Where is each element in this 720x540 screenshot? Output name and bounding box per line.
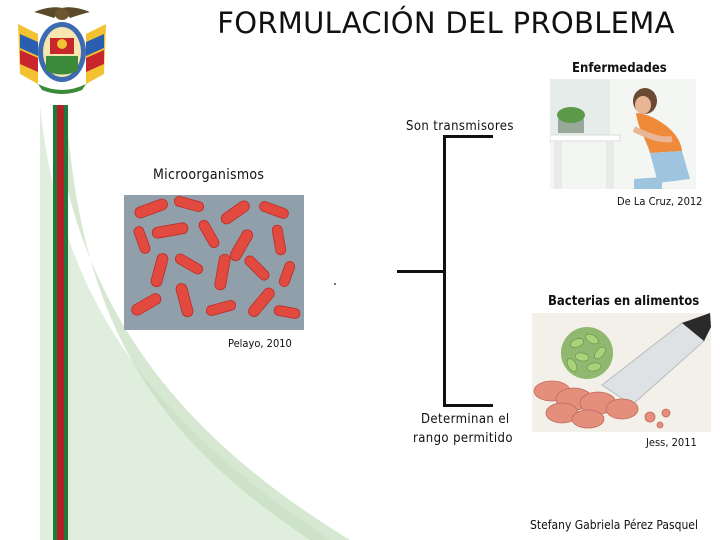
label-microorganismos: Microorganismos bbox=[153, 167, 265, 183]
coat-of-arms-logo bbox=[18, 7, 106, 94]
citation-jess: Jess, 2011 bbox=[646, 436, 697, 449]
label-bacterias-alimentos: Bacterias en alimentos bbox=[548, 294, 700, 309]
label-transmisores: Son transmisores bbox=[406, 119, 514, 134]
label-determinan-line1: Determinan el bbox=[421, 412, 510, 427]
page-title: FORMULACIÓN DEL PROBLEMA bbox=[217, 6, 675, 40]
bracket-top-arm bbox=[443, 135, 493, 138]
food-bacteria-photo bbox=[532, 313, 711, 432]
label-enfermedades: Enfermedades bbox=[572, 61, 667, 76]
citation-delacruz: De La Cruz, 2012 bbox=[617, 195, 703, 208]
bracket-middle-arm bbox=[397, 270, 445, 273]
author-name: Stefany Gabriela Pérez Pasquel bbox=[530, 518, 698, 532]
label-determinan-line2: rango permitido bbox=[413, 431, 513, 446]
stripe-red bbox=[57, 105, 64, 540]
citation-pelayo: Pelayo, 2010 bbox=[228, 337, 292, 350]
stripe-green-right bbox=[64, 105, 68, 540]
stray-dot bbox=[334, 283, 336, 285]
bracket-bottom-arm bbox=[443, 404, 493, 407]
bacteria-photo bbox=[124, 195, 304, 330]
illness-photo bbox=[550, 79, 696, 189]
stripe-green-left bbox=[53, 105, 57, 540]
